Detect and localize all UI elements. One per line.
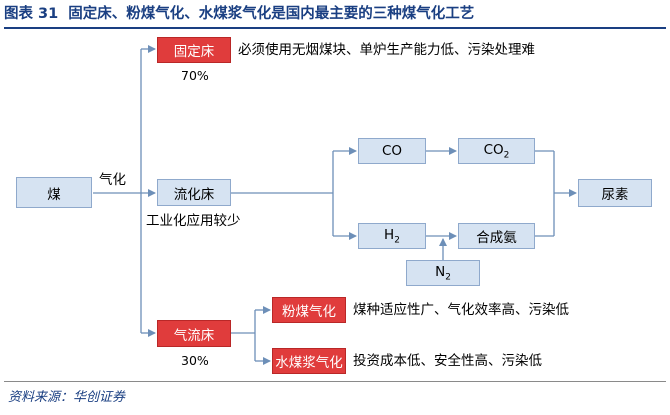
desc-slurry: 投资成本低、安全性高、污染低 [353,353,542,369]
desc-fluidized-bed: 工业化应用较少 [146,213,241,229]
node-ammonia: 合成氨 [458,223,535,249]
node-fluidized-bed-label: 流化床 [173,186,215,203]
node-co-label: CO [381,143,403,159]
node-fluidized-bed: 流化床 [157,179,231,206]
figure-title: 图表 31 固定床、粉煤气化、水煤浆气化是国内最主要的三种煤气化工艺 [4,3,666,29]
co2-base: CO [483,141,504,158]
h2-base: H [384,226,395,243]
node-coal: 煤 [16,177,92,208]
node-n2-label: N2 [435,264,451,283]
figure-number: 图表 31 [4,6,59,22]
co2-sub: 2 [503,150,510,161]
desc-fixed-bed: 必须使用无烟煤块、单炉生产能力低、污染处理难 [238,42,535,58]
node-slurry-label: 水煤浆气化 [275,355,343,371]
node-urea-label: 尿素 [601,187,629,203]
pct-entrained-bed: 30% [181,353,209,368]
node-urea: 尿素 [578,179,652,207]
node-fixed-bed: 固定床 [157,37,231,63]
node-co2-label: CO2 [484,142,510,161]
node-fixed-bed-label: 固定床 [173,44,215,60]
desc-pulverized: 煤种适应性广、气化效率高、污染低 [353,302,569,318]
node-pulverized: 粉煤气化 [272,297,346,323]
node-co2: CO2 [458,138,535,164]
pct-fixed-bed: 70% [181,68,209,83]
label-gasify: 气化 [99,172,126,188]
node-entrained-bed: 气流床 [157,320,231,347]
node-ammonia-label: 合成氨 [476,230,517,246]
node-entrained-bed-label: 气流床 [173,327,215,344]
node-coal-label: 煤 [47,186,61,203]
node-co: CO [358,138,426,164]
node-h2-label: H2 [384,227,400,246]
node-n2: N2 [406,260,480,286]
n2-sub: 2 [445,272,451,283]
node-pulverized-label: 粉煤气化 [282,304,336,320]
node-h2: H2 [358,223,426,249]
figure-title-text: 固定床、粉煤气化、水煤浆气化是国内最主要的三种煤气化工艺 [68,6,475,22]
h2-sub: 2 [394,235,400,246]
n2-base: N [435,263,446,280]
node-slurry: 水煤浆气化 [272,348,346,374]
source-note: 资料来源：华创证券 [8,390,126,405]
footer-divider [4,381,666,382]
